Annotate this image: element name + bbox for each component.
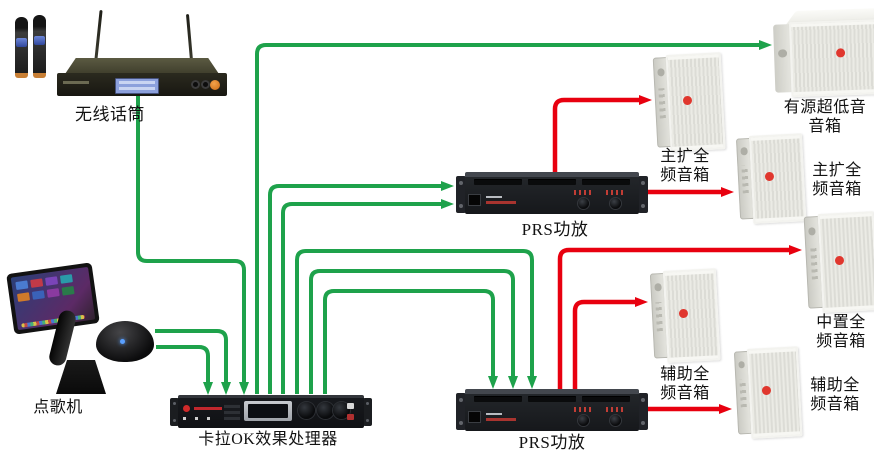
song-selection-kiosk: [6, 262, 112, 396]
receiver-top-panel: [65, 58, 219, 74]
receiver-left-label: [63, 81, 89, 84]
wireless-mic-receiver: [55, 9, 227, 96]
processor-logo: [183, 405, 190, 412]
wire-processor-to-subwoofer: [255, 40, 772, 394]
speaker-front-grille: [746, 346, 803, 439]
antenna-left: [94, 9, 103, 61]
amp-vent-2: [528, 396, 576, 402]
song-machine-label: 点歌机: [33, 399, 83, 416]
amp-top-label: PRS功放: [521, 220, 589, 239]
speaker-front-grille: [662, 268, 721, 363]
receiver-power-button: [210, 80, 220, 90]
speaker-main-left-label: 主扩全 频音箱: [660, 148, 710, 184]
karaoke-effect-processor: [170, 395, 372, 431]
processor-power-button: [347, 414, 354, 420]
receiver-lcd-display: [115, 78, 159, 94]
amp-brand-text: [486, 418, 516, 421]
power-amp-top: [456, 172, 648, 216]
amp-vent-1: [474, 179, 522, 185]
kiosk-screen-content: [10, 266, 96, 331]
speaker-center-label: 中置全 频音箱: [816, 314, 866, 350]
processor-knob-3: [333, 402, 350, 419]
processor-knob-2: [317, 402, 334, 419]
wire-dome-to-processor-2: [156, 345, 213, 395]
speaker-main-left: [652, 52, 726, 152]
amp-model-text: [486, 413, 502, 415]
amp-model-text: [486, 196, 502, 198]
processor-small-button: [347, 403, 354, 409]
power-amp-bottom: [456, 389, 648, 433]
handheld-mic-1: [15, 17, 28, 78]
amp-vent-2: [528, 179, 576, 185]
rack-ear-left: [456, 176, 466, 213]
wire-amp-bottom-to-speaker-center: [557, 245, 802, 392]
speaker-aux-right-label: 辅助全 频音箱: [810, 377, 860, 413]
subwoofer-front-grille: [788, 19, 874, 98]
processor-buttons: [183, 417, 217, 420]
amp-bottom-label: PRS功放: [518, 433, 586, 452]
subwoofer-label: 有源超低音 音箱: [783, 99, 867, 135]
speaker-front-grille: [817, 211, 874, 313]
processor-model-text: [194, 407, 222, 410]
rack-ear-left: [170, 398, 179, 426]
wire-processor-to-amp-bottom-2: [309, 269, 518, 394]
wire-processor-to-amp-top-2: [281, 199, 454, 394]
amp-power-switch: [468, 194, 481, 206]
wire-processor-to-amp-bottom-3: [323, 289, 498, 394]
wire-mic-to-processor: [136, 96, 249, 395]
wire-processor-to-amp-top-1: [268, 181, 454, 394]
xlr-output-2: [201, 80, 210, 89]
rack-ear-left: [456, 393, 466, 430]
rack-ear-right: [638, 176, 648, 213]
wire-amp-top-to-speaker-main-left: [552, 95, 652, 176]
wire-amp-bottom-to-speaker-aux-left: [572, 297, 648, 392]
processor-lcd-display: [244, 401, 292, 421]
subwoofer-speaker: [773, 7, 874, 98]
wireless-mic-label: 无线话筒: [75, 105, 145, 124]
amp-power-switch: [468, 411, 481, 423]
speaker-front-grille: [666, 52, 726, 152]
amp-channel-b-controls: [604, 190, 628, 210]
processor-button-grid: [224, 404, 240, 420]
speaker-aux-right: [733, 346, 803, 439]
amp-brand-text: [486, 201, 516, 204]
amp-channel-a-controls: [572, 190, 596, 210]
antenna-right: [185, 13, 194, 62]
speaker-main-right-label: 主扩全 频音箱: [812, 162, 862, 198]
amp-channel-a-controls: [572, 407, 596, 427]
processor-knob-1: [298, 402, 315, 419]
speaker-main-right: [735, 133, 807, 224]
speaker-aux-left: [649, 268, 721, 363]
processor-label: 卡拉OK效果处理器: [198, 431, 338, 448]
dome-controller: [96, 321, 154, 362]
wire-dome-to-processor-1: [155, 329, 231, 395]
rack-ear-right: [638, 393, 648, 430]
wire-processor-to-amp-bottom-1: [295, 249, 537, 394]
kiosk-stand-base: [56, 360, 106, 394]
rack-ear-right: [363, 398, 372, 426]
xlr-output-1: [191, 80, 200, 89]
amp-vent-1: [474, 396, 522, 402]
speaker-aux-left-label: 辅助全 频音箱: [660, 366, 710, 402]
speaker-logo-dot: [683, 95, 693, 105]
amp-vent-3: [582, 396, 630, 402]
handheld-mic-2: [33, 15, 46, 78]
speaker-center: [803, 211, 874, 313]
amp-channel-b-controls: [604, 407, 628, 427]
speaker-front-grille: [748, 133, 807, 224]
kiosk-touchscreen: [6, 262, 100, 335]
amp-vent-3: [582, 179, 630, 185]
